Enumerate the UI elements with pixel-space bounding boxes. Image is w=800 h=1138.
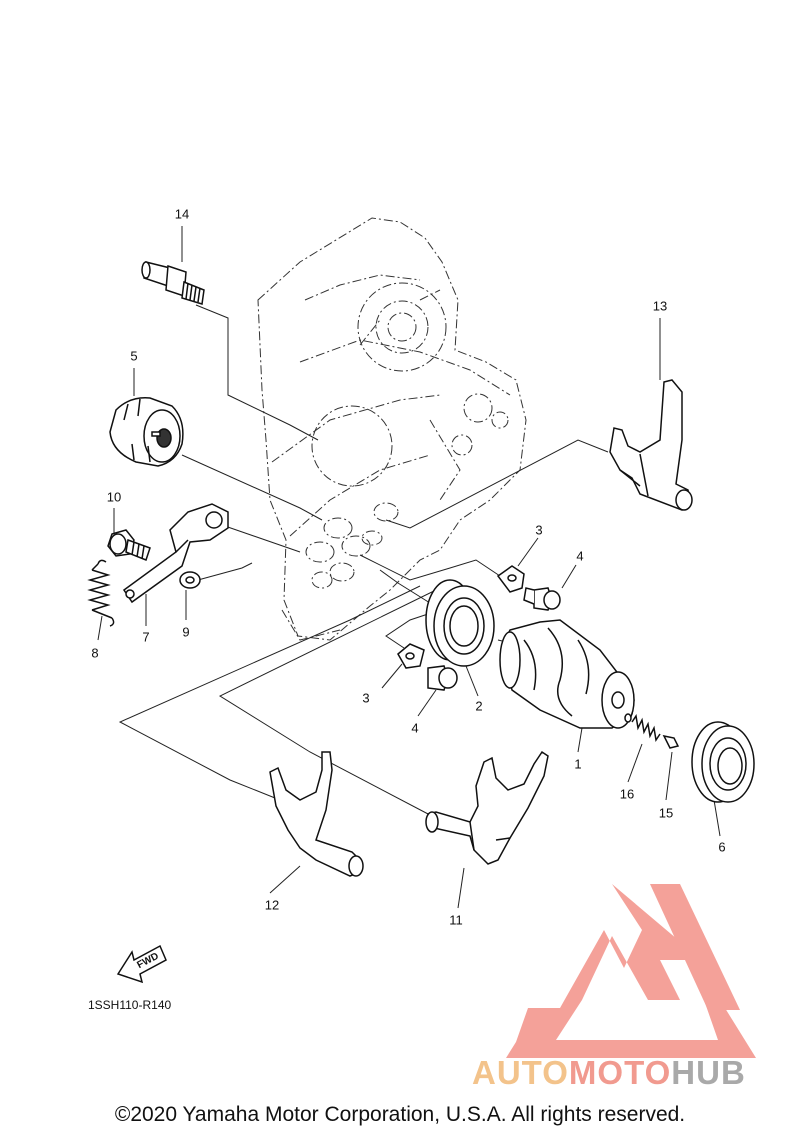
watermark-brand: AUTOMOTOHUB [472,1053,746,1093]
part-label-16: 16 [619,786,635,802]
part-label-7: 7 [142,629,150,645]
part-10-bolt [107,529,151,561]
copyright-text: ©2020 Yamaha Motor Corporation, U.S.A. A… [114,1103,686,1126]
part-3-plate-upper [496,565,525,593]
part-label-10: 10 [106,489,122,505]
watermark-brand-hub: HUB [671,1054,746,1091]
part-label-1: 1 [574,756,582,772]
part-label-13: 13 [652,298,668,314]
watermark-brand-moto: MOTO [568,1054,672,1091]
part-4-bolt-lower [427,665,458,691]
part-label-4-upper: 4 [576,548,584,564]
part-label-11: 11 [449,912,463,928]
part-2-bearing [425,579,495,667]
part-label-15: 15 [658,805,674,821]
part-3-plate-lower [397,643,425,669]
part-14-stopper-bolt [141,261,205,305]
part-11-shift-fork [425,750,549,865]
part-4-bolt-upper [523,587,561,611]
part-5-segment [109,397,184,467]
part-label-12: 12 [264,897,280,913]
fwd-arrow [116,944,167,984]
part-label-3-lower: 3 [362,690,370,706]
leader-lines [97,226,721,909]
part-8-spring [87,559,115,627]
part-9-washer [179,571,201,589]
part-15-pin [662,734,680,749]
watermark-brand-auto: AUTO [472,1054,569,1091]
diagram-code: 1SSH110-R140 [88,998,172,1012]
part-label-3-upper: 3 [535,522,543,538]
part-label-9: 9 [182,624,190,640]
part-12-shift-fork [269,751,364,877]
part-13-shift-fork [609,379,693,511]
part-label-5: 5 [130,348,138,364]
part-label-14: 14 [174,206,190,222]
part-label-4-lower: 4 [411,720,419,736]
automotohub-logo-mark [506,884,756,1058]
part-7-stopper-lever [122,503,229,604]
crankcase-outline [257,217,527,641]
part-1-shift-drum [499,619,635,729]
part-label-6: 6 [718,839,726,855]
part-16-spring [624,713,661,742]
part-label-2: 2 [475,698,483,714]
part-label-8: 8 [91,645,99,661]
part-6-oil-seal [691,721,755,803]
